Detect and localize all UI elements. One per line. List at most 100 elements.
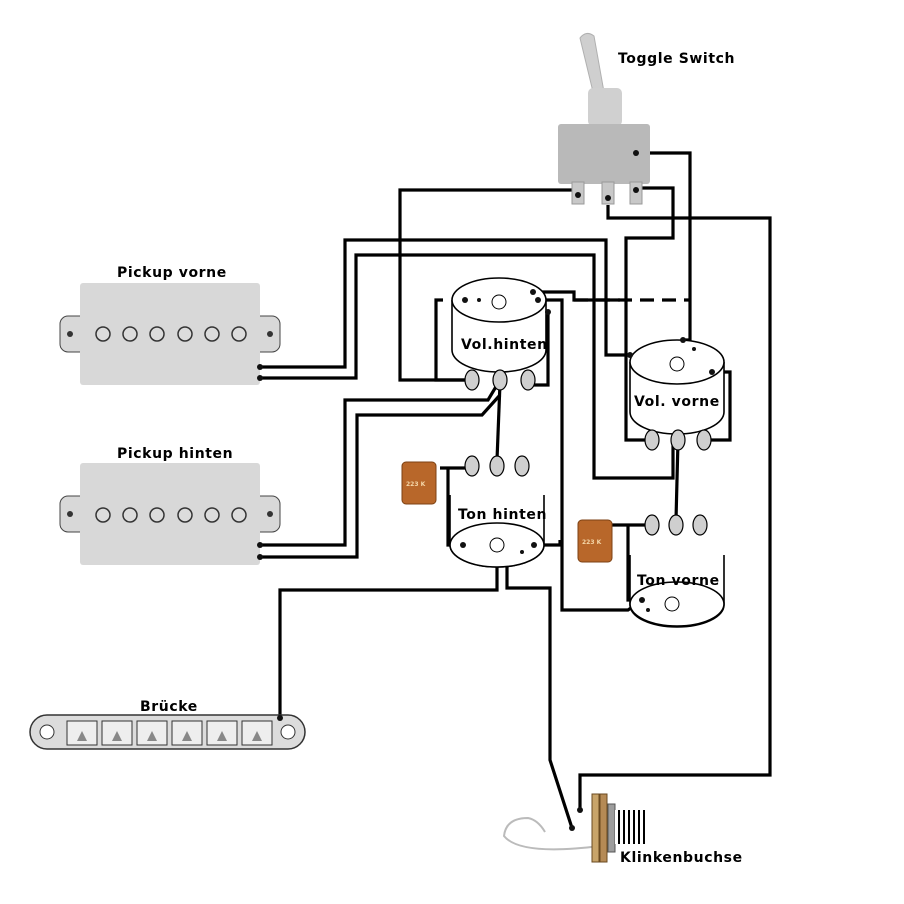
pickup-rear-label: Pickup hinten [117,446,233,462]
toggle-solder-dot [633,187,639,193]
capacitor-front: 223 K [577,519,613,563]
pot-solder-dot [545,309,551,315]
pot-solder-dot [477,298,481,302]
pickup-rear-lead-dot [257,554,263,560]
wire-ground-to-bridge [278,560,499,718]
pole-screw [177,507,193,523]
pot-tone-front-lug-3 [692,514,708,536]
pole-screw [204,326,220,342]
output-jack: Klinkenbuchse [502,793,743,866]
wire-tone-rear-to-jack [505,560,574,829]
pot-solder-dot [462,297,468,303]
pot-vol-front-label: Vol. vorne [634,394,720,410]
pole-screw [177,326,193,342]
bridge-post-right [280,724,296,740]
pot-tone-rear-shaft [489,537,505,553]
pot-vol-front-shaft [669,356,685,372]
bridge-saddle-peak [112,731,122,741]
pot-vol-rear-label: Vol.hinten [461,337,548,353]
pickup-front-lead-dot [257,375,263,381]
toggle-bushing [588,88,622,126]
jack-solder-dot [577,807,583,813]
capacitor-rear: 223 K [401,461,437,505]
pot-vol-rear-shaft [491,294,507,310]
wires [260,151,772,829]
pickup-front-lead-dot [257,364,263,370]
pot-tone-front-shaft [664,596,680,612]
bridge-label: Brücke [140,699,198,715]
pot-solder-dot [535,297,541,303]
pot-tone-rear-lug-3 [514,455,530,477]
pickup-rear: Pickup hinten [59,446,281,565]
pole-screw [122,507,138,523]
pot-solder-dot [680,337,686,343]
mounting-hole [267,511,273,517]
pickup-rear-pole-screws [95,507,247,523]
capacitor-front-marking: 223 K [582,539,602,546]
wire-pickup-rear-1 [260,379,502,547]
toggle-lug-middle [601,181,615,205]
pot-vol-rear-lug-1 [464,369,480,391]
pole-screw [149,507,165,523]
pot-solder-dot [520,550,524,554]
pot-solder-dot [639,597,645,603]
jack-plate-right [607,803,616,853]
wire-vol-rear-lug [434,298,470,382]
pot-vol-rear-lug-2 [492,369,508,391]
toggle-lever [579,32,605,97]
wire-vol-rear-wiper [495,382,502,461]
pole-screw [95,507,111,523]
pot-solder-dot [531,542,537,548]
pot-tone-front-lug-2 [668,514,684,536]
wire-toggle-to-jack [578,205,772,810]
pot-tone-front-lug-1 [644,514,660,536]
toggle-solder-dot [605,195,611,201]
jack-plate-left [591,793,600,863]
pot-vol-front-lug-3 [696,429,712,451]
wire-pickup-rear-2 [260,393,502,559]
jack-plate-mid [599,793,608,863]
mounting-hole [267,331,273,337]
pot-vol-front: Vol. vorne [627,337,725,451]
toggle-switch: Toggle Switch [558,32,735,205]
toggle-solder-dot [633,150,639,156]
pole-screw [95,326,111,342]
mounting-hole [67,331,73,337]
pot-tone-front: Ton vorne [629,514,725,628]
wire-vol-front-wiper [674,439,680,521]
pot-vol-front-lug-2 [670,429,686,451]
pickup-front: Pickup vorne [59,265,281,385]
toggle-solder-dot [575,192,581,198]
capacitor-front-body [577,519,613,563]
bridge-post-left [39,724,55,740]
pickup-rear-cover [80,463,260,565]
pot-solder-dot [627,352,633,358]
pot-tone-front-label: Ton vorne [637,573,720,589]
bridge-saddle-peak [217,731,227,741]
pot-vol-rear-lug-3 [520,369,536,391]
pickup-front-cover [80,283,260,385]
capacitor-rear-marking: 223 K [406,481,426,488]
toggle-body [558,124,650,184]
jack-ground-lug [502,816,601,851]
bridge: Brücke [29,699,306,750]
jack-label: Klinkenbuchse [620,850,743,866]
bridge-ground-dot [277,715,283,721]
pot-solder-dot [460,542,466,548]
bridge-saddle-peak [77,731,87,741]
pickup-rear-lead-dot [257,542,263,548]
pot-solder-dot [646,608,650,612]
jack-barrel [615,810,647,844]
toggle-switch-label: Toggle Switch [618,51,735,67]
wire-pickup-front-2 [260,253,675,480]
pole-screw [231,507,247,523]
pot-vol-rear: Vol.hinten [451,277,551,391]
mounting-hole [67,511,73,517]
pole-screw [149,326,165,342]
wire-pickup-front-1 [260,238,630,369]
bridge-saddle-peak [147,731,157,741]
bridge-saddle-peak [252,731,262,741]
pot-tone-rear-lug-2 [489,455,505,477]
pole-screw [122,326,138,342]
